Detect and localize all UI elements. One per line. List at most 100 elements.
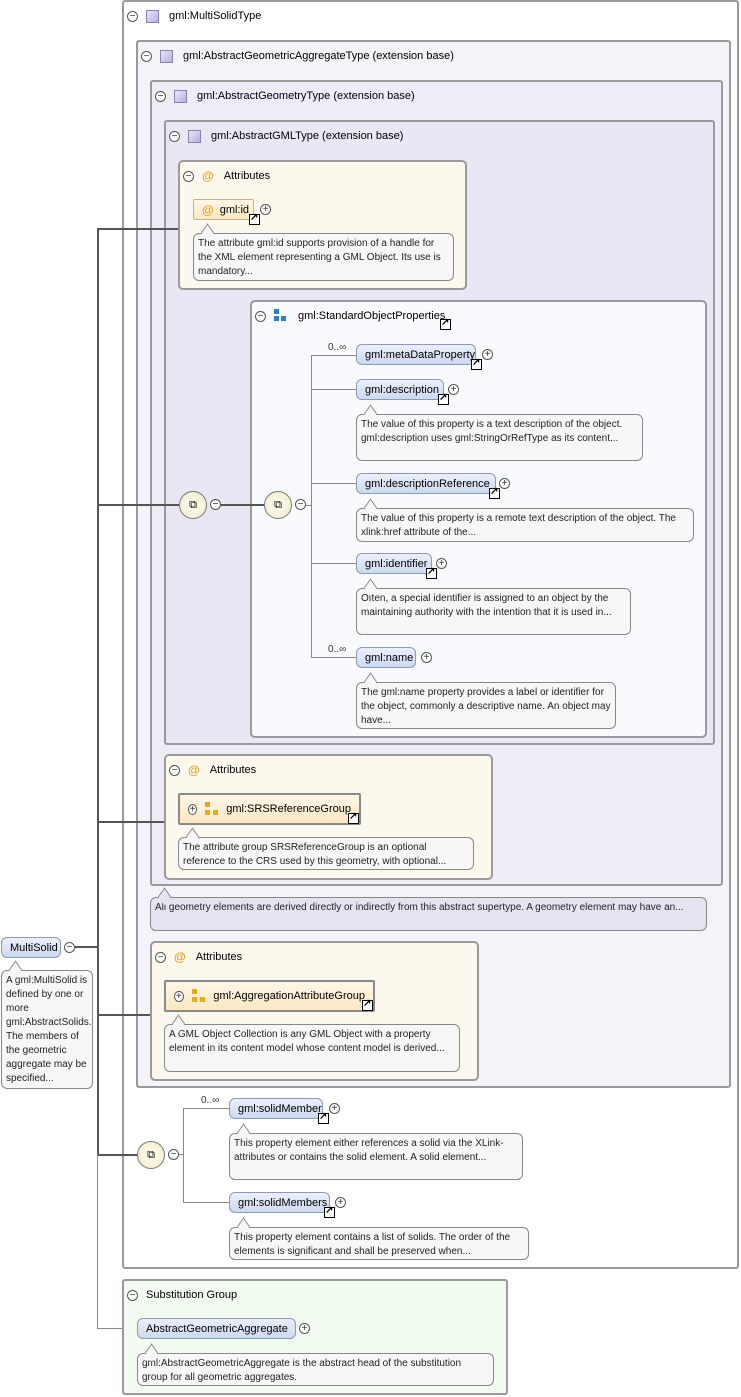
link-icon[interactable] <box>471 357 482 370</box>
expand-icon[interactable]: + <box>499 478 510 489</box>
aggregationattributegroup[interactable]: + gml:AggregationAttributeGroup <box>164 980 375 1012</box>
ext2-label: gml:AbstractGeometryType (extension base… <box>197 90 415 102</box>
element-label: gml:descriptionReference <box>365 477 490 490</box>
connector-line <box>311 389 356 390</box>
element-label: gml:solidMember <box>238 1102 322 1115</box>
connector-line <box>97 1328 137 1329</box>
element-label: gml:metaDataProperty <box>365 348 476 361</box>
link-icon[interactable] <box>348 811 359 824</box>
element-label: gml:solidMembers <box>238 1196 328 1209</box>
attribute-icon: @ <box>202 202 214 217</box>
connector-line <box>311 563 356 564</box>
abstract-geometry-doc: All geometry elements are derived direct… <box>150 897 707 931</box>
complex-type-icon <box>146 9 159 23</box>
cardinality-label: 0..∞ <box>328 644 347 655</box>
identifier-element[interactable]: gml:identifier <box>356 553 432 574</box>
connector-line <box>311 657 356 658</box>
cardinality-label: 0..∞ <box>328 342 347 353</box>
solidmembers-element[interactable]: gml:solidMembers <box>229 1192 330 1213</box>
collapse-icon[interactable]: − <box>295 499 306 510</box>
type-label: gml:MultiSolidType <box>169 10 262 22</box>
collapse-toggle[interactable]: − <box>127 10 138 22</box>
descriptionreference-element[interactable]: gml:descriptionReference <box>356 473 496 494</box>
link-icon[interactable] <box>440 317 451 330</box>
link-icon[interactable] <box>318 1111 329 1124</box>
expand-icon[interactable]: + <box>329 1103 340 1114</box>
connector-line <box>220 504 264 506</box>
multisolid-root-element[interactable]: MultiSolid <box>1 937 61 958</box>
collapse-toggle[interactable]: − <box>169 764 180 776</box>
connector-line <box>97 228 178 230</box>
connector-line <box>97 1154 137 1156</box>
link-icon[interactable] <box>324 1205 335 1218</box>
attrs1-label: Attributes <box>223 170 271 182</box>
group-label: gml:AggregationAttributeGroup <box>213 990 365 1002</box>
expand-icon[interactable]: + <box>448 384 459 395</box>
collapse-toggle[interactable]: − <box>169 130 180 142</box>
connector-line <box>75 946 98 948</box>
expand-icon[interactable]: + <box>421 652 432 663</box>
attrs2-label: Attributes <box>209 764 257 776</box>
link-icon[interactable] <box>362 998 373 1011</box>
link-icon[interactable] <box>426 566 437 579</box>
attribute-group-icon <box>205 802 219 816</box>
link-icon[interactable] <box>438 392 449 405</box>
aggregationattributegroup-doc: A GML Object Collection is any GML Objec… <box>164 1024 460 1072</box>
ext3-label: gml:AbstractGMLType (extension base) <box>211 130 404 142</box>
expand-icon[interactable]: + <box>299 1323 310 1334</box>
group-label: gml:SRSReferenceGroup <box>226 803 351 815</box>
sequence-vertical-line <box>311 355 312 657</box>
collapse-toggle[interactable]: − <box>183 170 194 182</box>
sequence-compositor-icon: ⧉ <box>264 491 292 519</box>
abstractgeometricaggregate-element[interactable]: AbstractGeometricAggregate <box>137 1318 296 1339</box>
connector-line <box>97 1154 98 1329</box>
gml-id-attribute[interactable]: @ gml:id <box>193 199 254 220</box>
link-icon[interactable] <box>489 486 500 499</box>
attrs3-label: Attributes <box>195 951 243 963</box>
connector-line <box>97 504 179 506</box>
collapse-icon[interactable]: − <box>168 1149 179 1160</box>
name-element[interactable]: gml:name <box>356 647 416 668</box>
connector-line <box>183 1202 229 1203</box>
abstractgeometricaggregate-doc: gml:AbstractGeometricAggregate is the ab… <box>137 1353 494 1386</box>
solidmember-element[interactable]: gml:solidMember <box>229 1098 323 1119</box>
description-doc: The value of this property is a text des… <box>356 414 643 461</box>
srsreferencegroup[interactable]: + gml:SRSReferenceGroup <box>178 793 361 825</box>
expand-icon[interactable]: + <box>436 558 447 569</box>
gml-id-label: gml:id <box>219 203 250 216</box>
complex-type-icon <box>188 129 201 143</box>
gml-id-doc: The attribute gml:id supports provision … <box>193 233 454 281</box>
subst-label: Substitution Group <box>146 1289 238 1301</box>
expand-icon[interactable]: + <box>174 990 184 1002</box>
attribute-icon: @ <box>174 950 186 964</box>
expand-icon[interactable]: + <box>260 204 271 215</box>
expand-icon[interactable]: + <box>188 803 198 815</box>
attribute-icon: @ <box>188 763 200 777</box>
sequence-compositor-icon: ⧉ <box>137 1141 165 1169</box>
ext1-label: gml:AbstractGeometricAggregateType (exte… <box>183 50 454 62</box>
collapse-toggle[interactable]: − <box>155 90 166 102</box>
collapse-toggle[interactable]: − <box>127 1289 138 1301</box>
metadataproperty-element[interactable]: gml:metaDataProperty <box>356 344 476 365</box>
description-element[interactable]: gml:description <box>356 379 444 400</box>
connector-line <box>97 228 99 1154</box>
expand-icon[interactable]: + <box>335 1197 346 1208</box>
expand-icon[interactable]: + <box>482 349 493 360</box>
srsreferencegroup-doc: The attribute group SRSReferenceGroup is… <box>178 837 474 870</box>
connector-line <box>306 505 311 506</box>
collapse-toggle[interactable]: − <box>155 951 166 963</box>
connector-line <box>179 1154 184 1155</box>
element-label: gml:name <box>365 651 414 664</box>
std-label: gml:StandardObjectProperties <box>298 310 446 322</box>
cardinality-label: 0..∞ <box>201 1095 220 1106</box>
name-doc: The gml:name property provides a label o… <box>356 682 616 729</box>
element-label: gml:identifier <box>365 557 428 570</box>
collapse-icon[interactable]: − <box>64 942 75 953</box>
descriptionreference-doc: The value of this property is a remote t… <box>356 508 694 542</box>
attribute-icon: @ <box>202 169 214 183</box>
solidmembers-doc: This property element contains a list of… <box>229 1227 529 1260</box>
collapse-toggle[interactable]: − <box>141 50 152 62</box>
collapse-toggle[interactable]: − <box>255 310 266 322</box>
link-icon[interactable] <box>249 212 260 225</box>
sequence-vertical-line <box>183 1108 184 1202</box>
